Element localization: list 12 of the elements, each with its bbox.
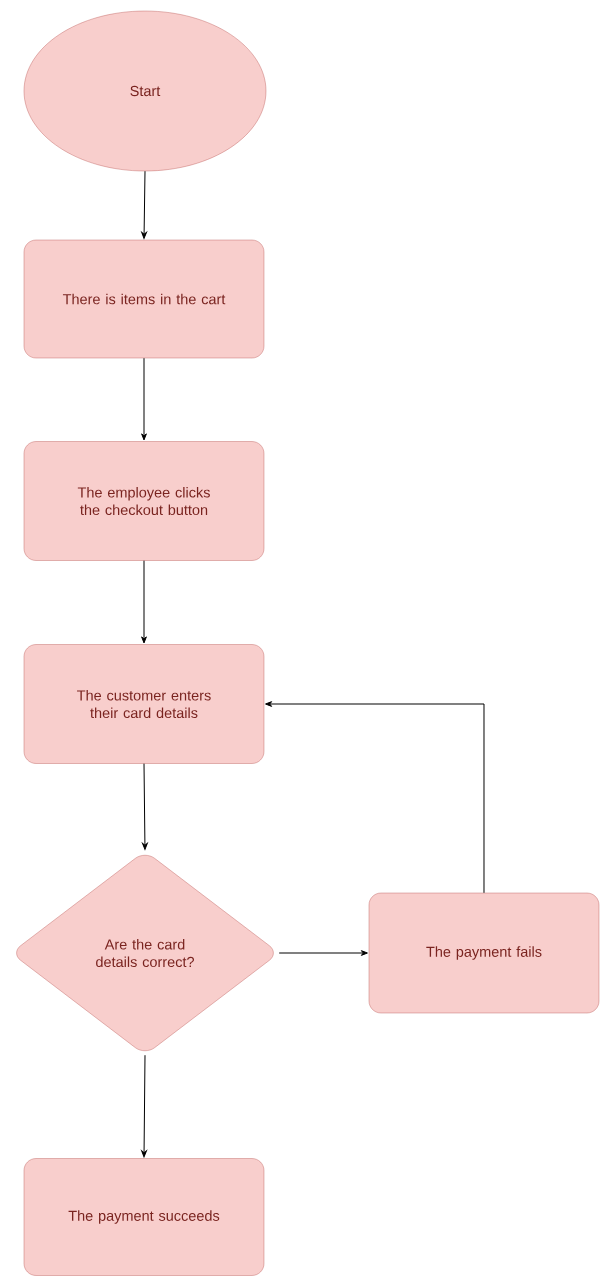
arrow [141,170,147,239]
arrow [142,763,148,850]
process-box: The payment succeeds [23,1158,265,1276]
process-box: The customer enters their card details [23,644,265,764]
arrow [141,1054,147,1158]
process-box: The employee clicks the checkout button [23,441,265,561]
arrow [141,560,147,644]
process-box: The payment fails [368,892,600,1014]
arrow [265,701,485,894]
arrow [278,950,368,956]
arrow [141,357,147,441]
process-box: There is items in the cart [23,239,265,359]
